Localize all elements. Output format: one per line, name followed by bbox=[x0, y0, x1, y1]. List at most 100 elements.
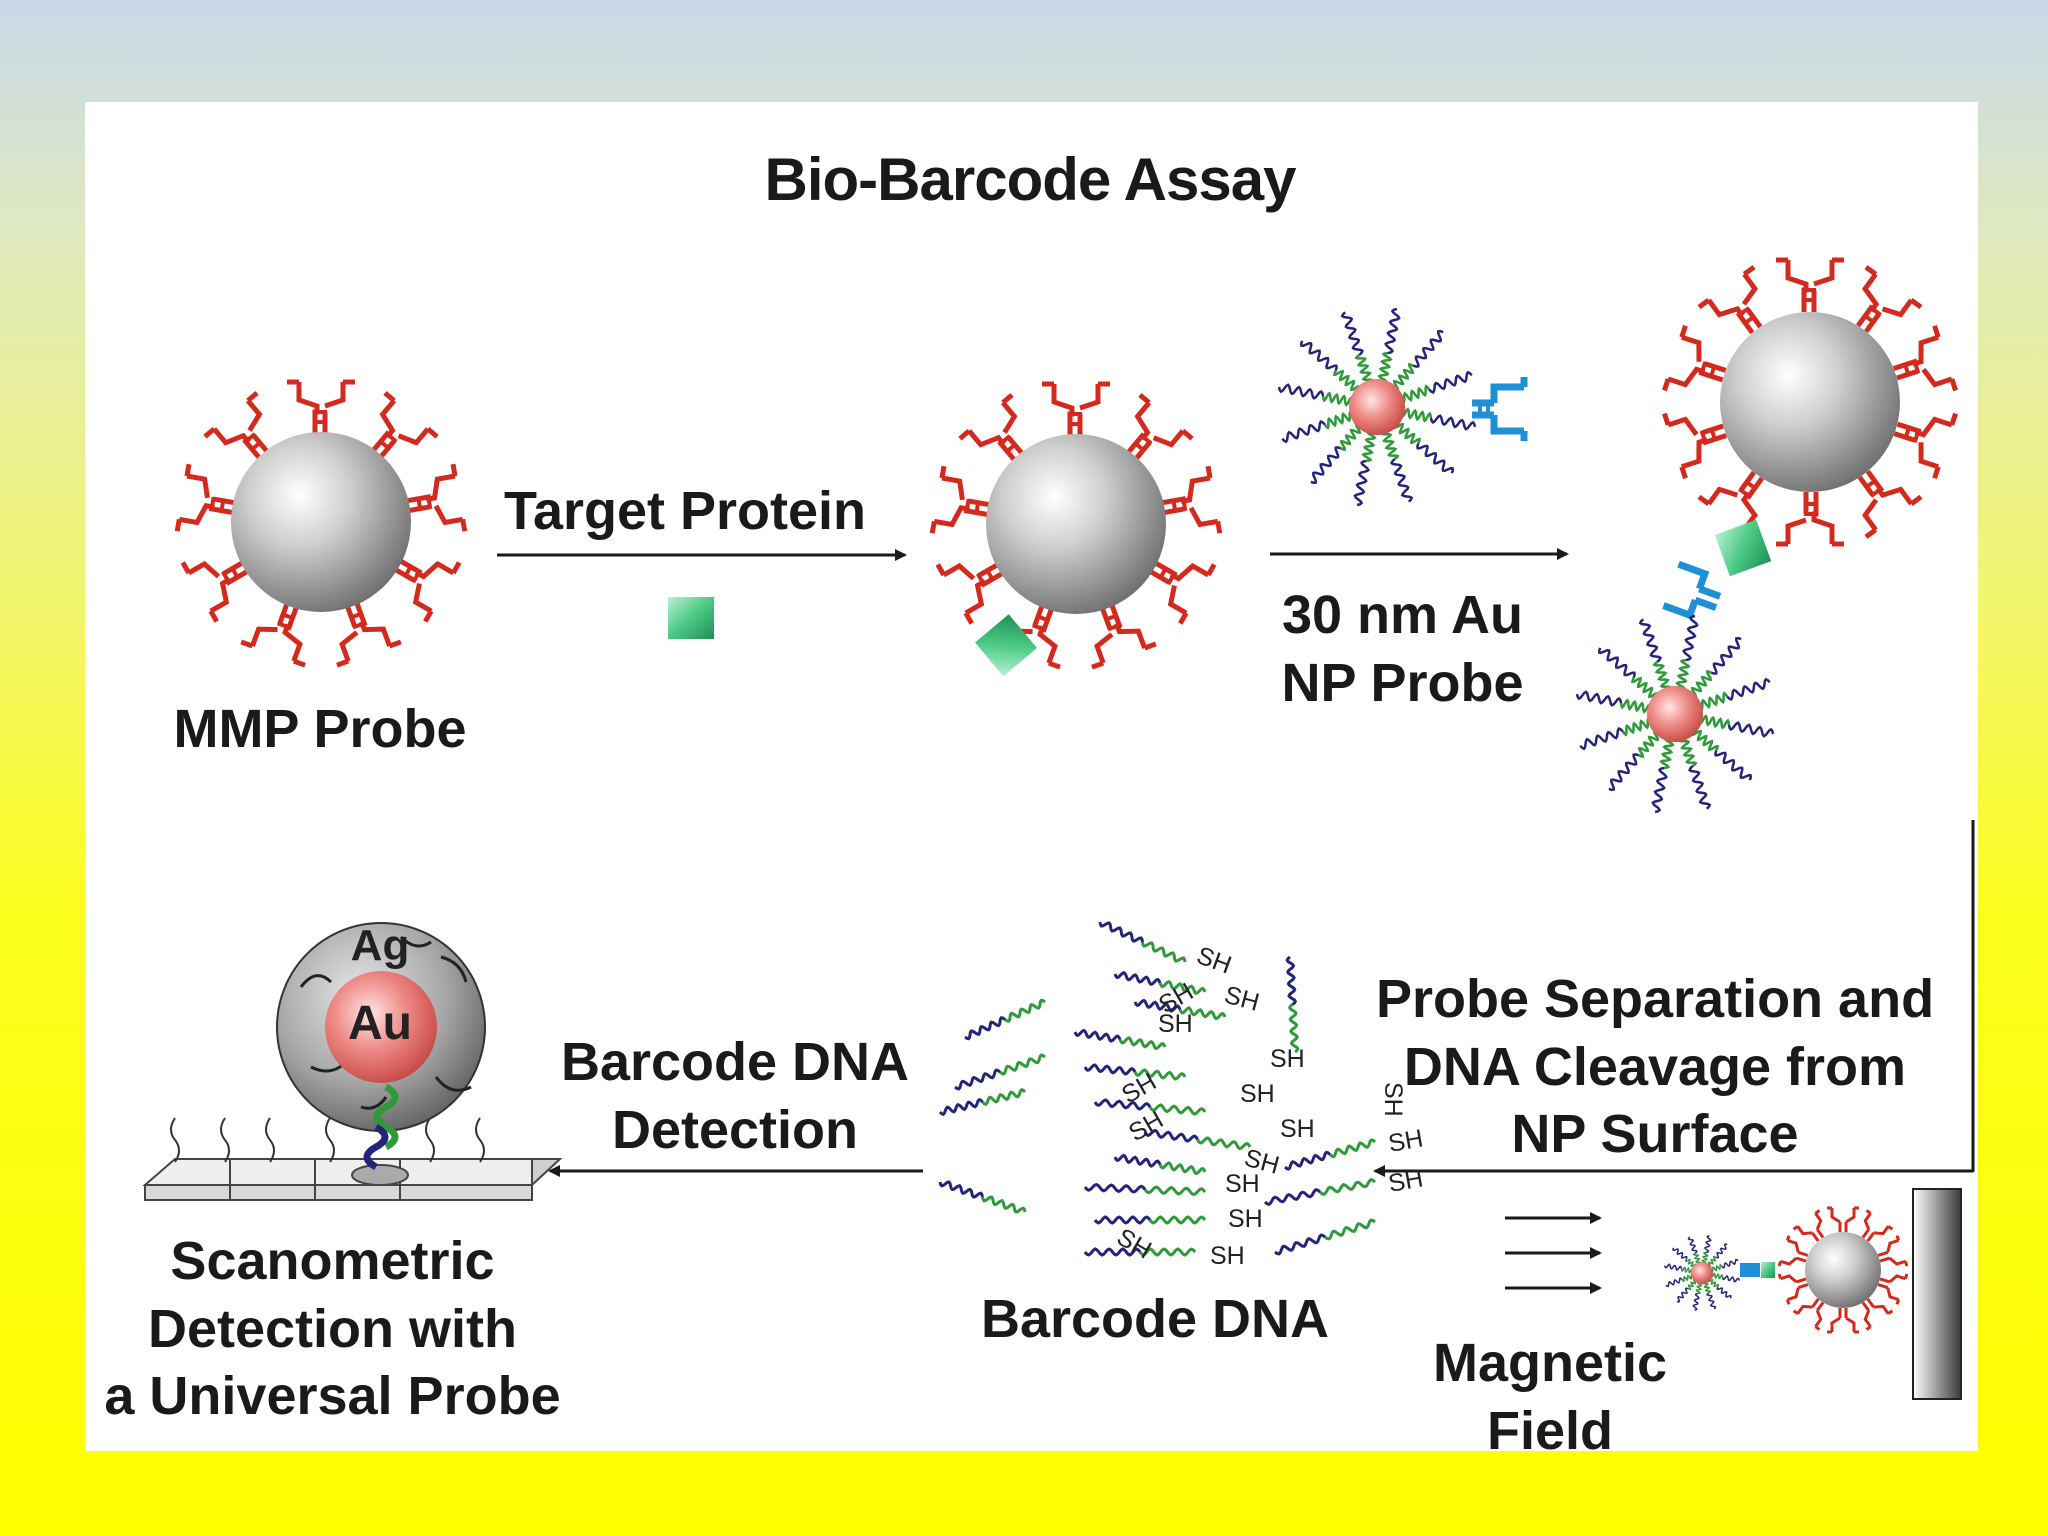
sandwich-complex bbox=[1575, 260, 1956, 814]
svg-text:SH: SH bbox=[1225, 1170, 1260, 1198]
dna-strand-blue bbox=[1665, 1277, 1683, 1288]
dna-strand-green bbox=[1333, 369, 1361, 392]
dna-strand-blue bbox=[1711, 636, 1742, 675]
dna-strand-green bbox=[1697, 691, 1729, 712]
barcode-strand-blue bbox=[1285, 955, 1298, 1006]
target-protein-label: Target Protein bbox=[503, 481, 867, 541]
barcode-strand-blue bbox=[954, 1068, 1001, 1091]
magnetic-separation-complex bbox=[1664, 1206, 1909, 1334]
svg-text:SH: SH bbox=[1193, 941, 1235, 979]
dna-strand-green bbox=[1379, 429, 1400, 461]
svg-text:SH: SH bbox=[1386, 1124, 1425, 1158]
barcode-dna-cluster: SH SH SH SH SH SH SH SH SH SH SH SH SH S… bbox=[938, 921, 1425, 1270]
dna-strand-green bbox=[1621, 716, 1653, 737]
svg-text:SH: SH bbox=[1240, 1080, 1275, 1108]
barcode-strand-blue bbox=[1264, 1188, 1321, 1206]
barcode-strand-blue bbox=[1083, 1182, 1147, 1194]
barcode-strand-blue bbox=[1093, 1098, 1152, 1111]
dna-strand-blue bbox=[1353, 459, 1370, 507]
dna-strand-green bbox=[1707, 1278, 1720, 1288]
ag-label: Ag bbox=[350, 921, 410, 970]
dna-strand-blue bbox=[1597, 647, 1636, 678]
magnetic-field-arrows bbox=[1505, 1212, 1602, 1294]
barcode-strand-blue bbox=[1083, 1063, 1137, 1076]
barcode-strand-blue bbox=[1284, 1150, 1331, 1171]
dna-strand-green bbox=[1690, 670, 1713, 698]
dna-strand-blue bbox=[1672, 1247, 1688, 1260]
dna-strand-green bbox=[1687, 1278, 1697, 1291]
dna-strand-blue bbox=[1687, 1236, 1698, 1254]
barcode-strand-blue bbox=[964, 1016, 1006, 1041]
barcode-strand-green bbox=[1329, 1138, 1376, 1159]
dna-strand-blue bbox=[1281, 420, 1326, 444]
dna-strand-green bbox=[1691, 729, 1719, 752]
dna-strand-green bbox=[1361, 430, 1377, 463]
dna-strand-green bbox=[1692, 1252, 1702, 1265]
dna-strand-green bbox=[1680, 1266, 1694, 1274]
barcode-strand-green bbox=[1143, 1185, 1207, 1197]
dna-strand-green bbox=[1354, 353, 1375, 385]
barcode-strand-green bbox=[1196, 1136, 1252, 1151]
barcode-strand-green bbox=[1178, 1006, 1227, 1021]
barcode-strand-blue bbox=[1083, 1247, 1142, 1257]
barcode-strand-blue bbox=[1073, 1028, 1122, 1043]
mmp-probe-label: MMP Probe bbox=[173, 699, 467, 759]
dna-strand-green bbox=[1707, 1255, 1717, 1268]
dna-strand-blue bbox=[1416, 443, 1455, 474]
target-protein-icon bbox=[668, 597, 714, 639]
dna-strand-blue bbox=[1429, 414, 1477, 431]
barcode-strand-green bbox=[1158, 1161, 1207, 1176]
barcode-strand-blue bbox=[1113, 970, 1162, 987]
barcode-strand-green bbox=[1158, 979, 1207, 996]
svg-text:SH: SH bbox=[1386, 1164, 1425, 1198]
ag-au-particle bbox=[276, 922, 486, 1171]
dna-strand-green bbox=[1684, 1258, 1697, 1268]
dna-strand-blue bbox=[1726, 677, 1771, 701]
barcode-strand-blue bbox=[1093, 1215, 1152, 1225]
dna-strand-green bbox=[1339, 423, 1362, 451]
svg-text:SH: SH bbox=[1379, 1082, 1407, 1117]
barcode-strand-green bbox=[981, 1087, 1027, 1107]
barcode-strand-green bbox=[1118, 1036, 1167, 1051]
svg-text:SH: SH bbox=[1228, 1205, 1263, 1233]
dna-strand-blue bbox=[1716, 1286, 1732, 1299]
barcode-strand-green bbox=[999, 1053, 1046, 1076]
barcode-strand-green bbox=[1141, 941, 1187, 963]
diagram-panel: SH SH SH SH SH SH SH SH SH SH SH SH SH S… bbox=[85, 102, 1978, 1461]
dna-strand-blue bbox=[1575, 690, 1623, 707]
dna-strand-blue bbox=[1721, 1274, 1740, 1283]
dna-strand-green bbox=[1393, 422, 1421, 445]
bio-barcode-diagram: SH SH SH SH SH SH SH SH SH SH SH SH SH S… bbox=[142, 102, 1975, 1400]
magnet-bar bbox=[1912, 1188, 1962, 1400]
svg-text:SH: SH bbox=[1210, 1242, 1245, 1270]
dna-strand-green bbox=[1710, 1263, 1723, 1273]
dna-strand-green bbox=[1399, 384, 1431, 405]
dna-strand-green bbox=[1377, 351, 1393, 384]
dna-strand-green bbox=[1710, 1272, 1724, 1280]
dna-strand-blue bbox=[1692, 1292, 1701, 1311]
barcode-strand-blue bbox=[1098, 921, 1144, 943]
barcode-dna-label: Barcode DNA bbox=[980, 1289, 1330, 1349]
svg-text:SH: SH bbox=[1124, 1106, 1168, 1148]
au-np-probe-label: 30 nm Au NP Probe bbox=[1281, 585, 1524, 713]
barcode-strand-blue bbox=[1274, 1233, 1326, 1256]
au-label: Au bbox=[348, 997, 412, 1050]
dna-strand-blue bbox=[1664, 1263, 1683, 1272]
dna-strand-green bbox=[1677, 736, 1698, 768]
barcode-strand-green bbox=[981, 1195, 1027, 1214]
dna-strand-green bbox=[1695, 1281, 1703, 1295]
barcode-strand-green bbox=[1319, 1178, 1376, 1196]
barcode-strand-green bbox=[1148, 1103, 1207, 1116]
barcode-strand-green bbox=[1148, 1215, 1207, 1225]
dna-strand-green bbox=[1698, 714, 1731, 730]
dna-strand-blue bbox=[1310, 446, 1341, 485]
barcode-strand-blue bbox=[938, 1180, 984, 1199]
scanometric-chip bbox=[142, 1117, 563, 1201]
dna-strand-blue bbox=[1638, 618, 1662, 663]
dna-strand-blue bbox=[1390, 458, 1414, 503]
dna-strand-green bbox=[1400, 407, 1433, 423]
au-np-probe-particle bbox=[1277, 307, 1528, 507]
dna-strand-green bbox=[1631, 676, 1659, 699]
dna-strand-blue bbox=[1384, 307, 1401, 355]
barcode-strand-green bbox=[1004, 998, 1046, 1023]
